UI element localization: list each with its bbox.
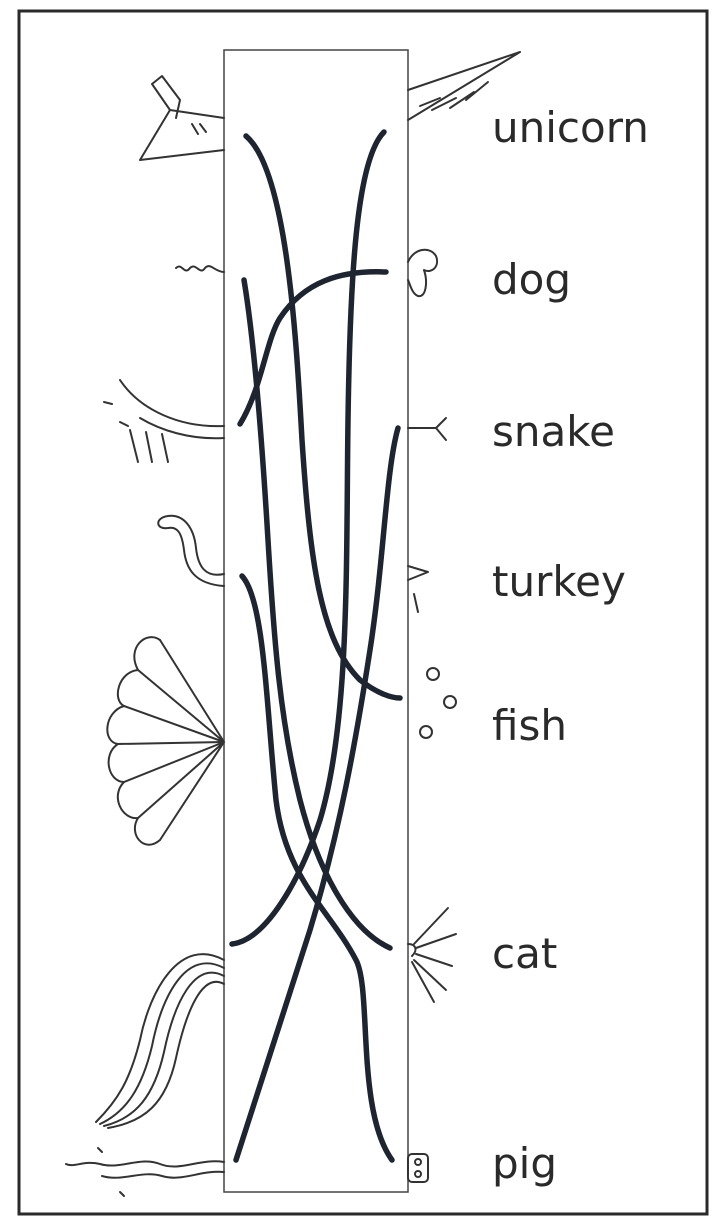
unicorn-ear-icon	[140, 76, 224, 160]
label-turkey: turkey	[492, 557, 626, 606]
cat-whiskers-icon	[408, 908, 456, 1002]
fish-fan-icon	[107, 637, 224, 845]
animal-labels: unicorn dog snake turkey fish cat pig	[492, 103, 649, 1188]
turkey-neck-icon	[158, 516, 224, 586]
label-fish: fish	[492, 701, 567, 750]
right-parts	[408, 52, 520, 1182]
label-unicorn: unicorn	[492, 103, 649, 152]
label-dog: dog	[492, 255, 571, 304]
pig-snout-icon	[408, 1154, 428, 1182]
snake-tail-icon	[104, 380, 224, 462]
label-snake: snake	[492, 407, 615, 456]
pig-tail-icon	[66, 1148, 224, 1196]
label-cat: cat	[492, 929, 557, 978]
bubbles-icon	[420, 668, 456, 738]
center-panel	[224, 50, 408, 1192]
label-pig: pig	[492, 1139, 557, 1188]
dog-head-icon	[408, 250, 437, 296]
dog-tail-icon	[176, 266, 224, 272]
snake-tongue-icon	[408, 418, 446, 440]
left-parts	[66, 76, 224, 1196]
turkey-beak-icon	[408, 566, 428, 612]
cat-tail-icon	[96, 954, 224, 1128]
